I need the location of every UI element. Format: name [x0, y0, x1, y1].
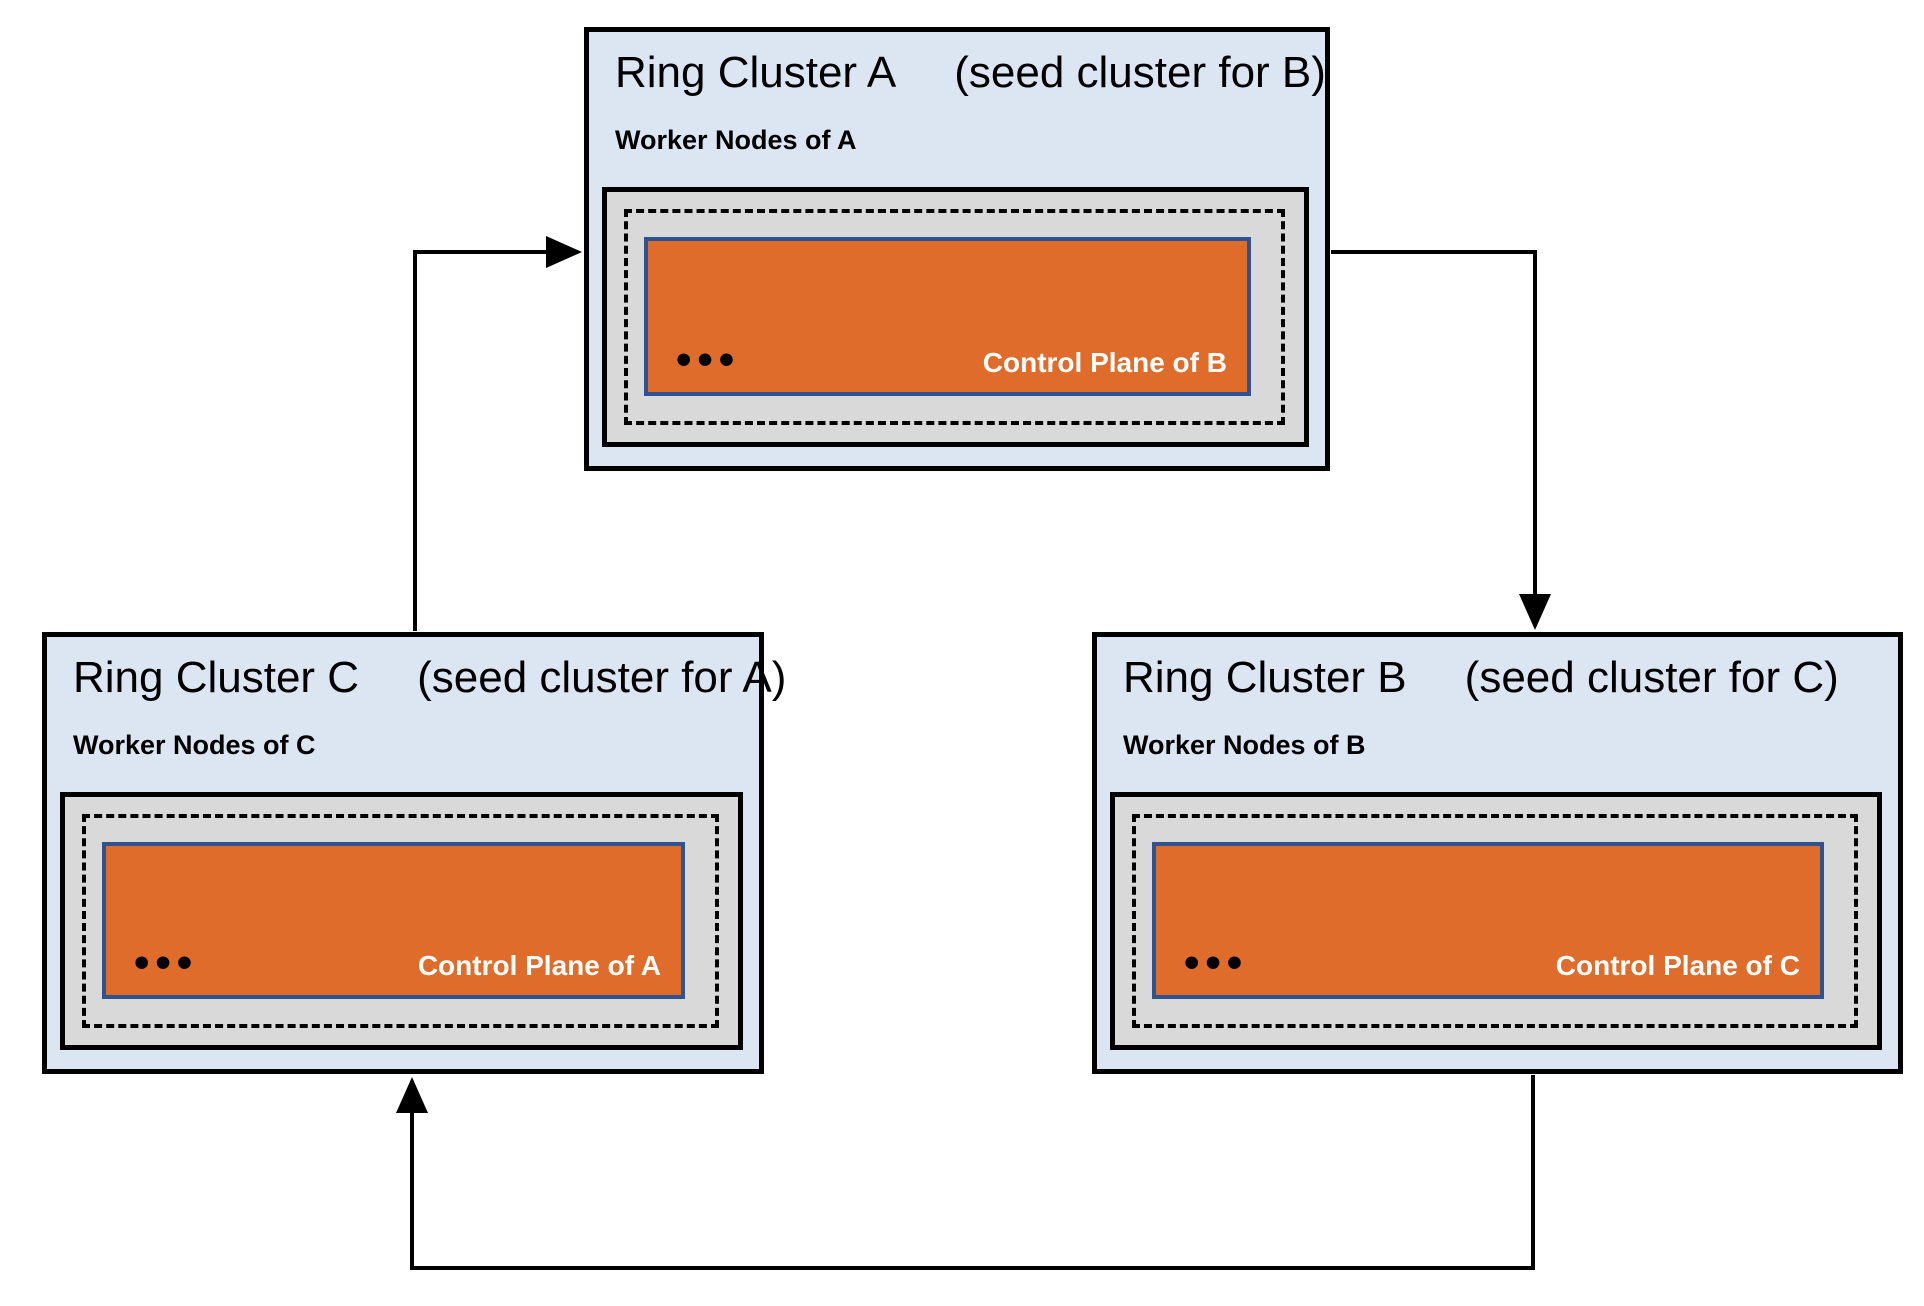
cluster-title: Ring Cluster B [1123, 653, 1407, 702]
worker-nodes-label: Worker Nodes of A [615, 124, 857, 155]
dashed-boundary: ••• Control Plane of B [624, 209, 1285, 425]
ellipsis-dots: ••• [134, 938, 199, 988]
control-plane-box: ••• Control Plane of B [644, 237, 1251, 396]
worker-nodes-box: ••• Control Plane of A [60, 792, 743, 1050]
seed-note: (seed cluster for A) [417, 653, 787, 702]
seed-note: (seed cluster for B) [954, 48, 1326, 97]
ellipsis-dots: ••• [1184, 938, 1249, 988]
arrow-b-to-c [396, 1075, 1535, 1270]
dashed-boundary: ••• Control Plane of A [82, 814, 719, 1028]
worker-nodes-box: ••• Control Plane of C [1110, 792, 1882, 1050]
cluster-box-a: Ring Cluster A (seed cluster for B) Work… [584, 27, 1330, 471]
worker-nodes-box: ••• Control Plane of B [602, 187, 1309, 447]
arrow-c-to-a [413, 236, 582, 631]
control-plane-label: Control Plane of C [1555, 950, 1800, 982]
cluster-title-row: Ring Cluster C (seed cluster for A) [47, 637, 786, 704]
arrow-a-to-b [1331, 250, 1551, 630]
cluster-title: Ring Cluster A [615, 48, 897, 97]
cluster-box-b: Ring Cluster B (seed cluster for C) Work… [1092, 632, 1903, 1074]
cluster-box-c: Ring Cluster C (seed cluster for A) Work… [42, 632, 786, 1074]
control-plane-label: Control Plane of B [982, 347, 1227, 379]
cluster-title-row: Ring Cluster A (seed cluster for B) [589, 32, 1326, 99]
cluster-title: Ring Cluster C [73, 653, 360, 702]
worker-nodes-label: Worker Nodes of C [73, 729, 316, 760]
control-plane-box: ••• Control Plane of C [1152, 842, 1824, 999]
seed-note: (seed cluster for C) [1464, 653, 1839, 702]
cluster-title-row: Ring Cluster B (seed cluster for C) [1097, 637, 1898, 704]
control-plane-box: ••• Control Plane of A [102, 842, 685, 999]
control-plane-label: Control Plane of A [417, 950, 661, 982]
ellipsis-dots: ••• [676, 335, 741, 385]
dashed-boundary: ••• Control Plane of C [1132, 814, 1858, 1028]
worker-nodes-label: Worker Nodes of B [1123, 729, 1366, 760]
